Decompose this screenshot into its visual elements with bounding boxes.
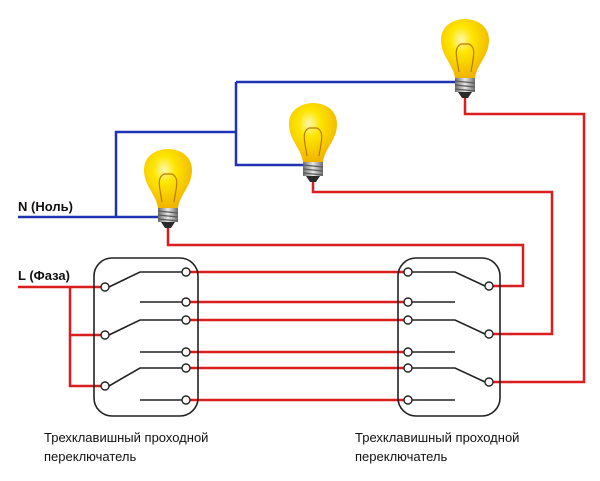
right-switch-caption: Трехклавишный проходной переключатель (355, 430, 520, 464)
right-three-gang-switch (397, 257, 501, 417)
neutral-wires (18, 80, 465, 219)
left-switch-caption: Трехклавишный проходной переключатель (44, 430, 209, 464)
light-bulb-icon (288, 102, 338, 183)
left-three-gang-switch (93, 257, 199, 417)
neutral-label: N (Ноль) (18, 199, 73, 214)
phase-label: L (Фаза) (18, 268, 70, 283)
live-wires (18, 98, 586, 402)
light-bulb-icon (440, 18, 490, 99)
